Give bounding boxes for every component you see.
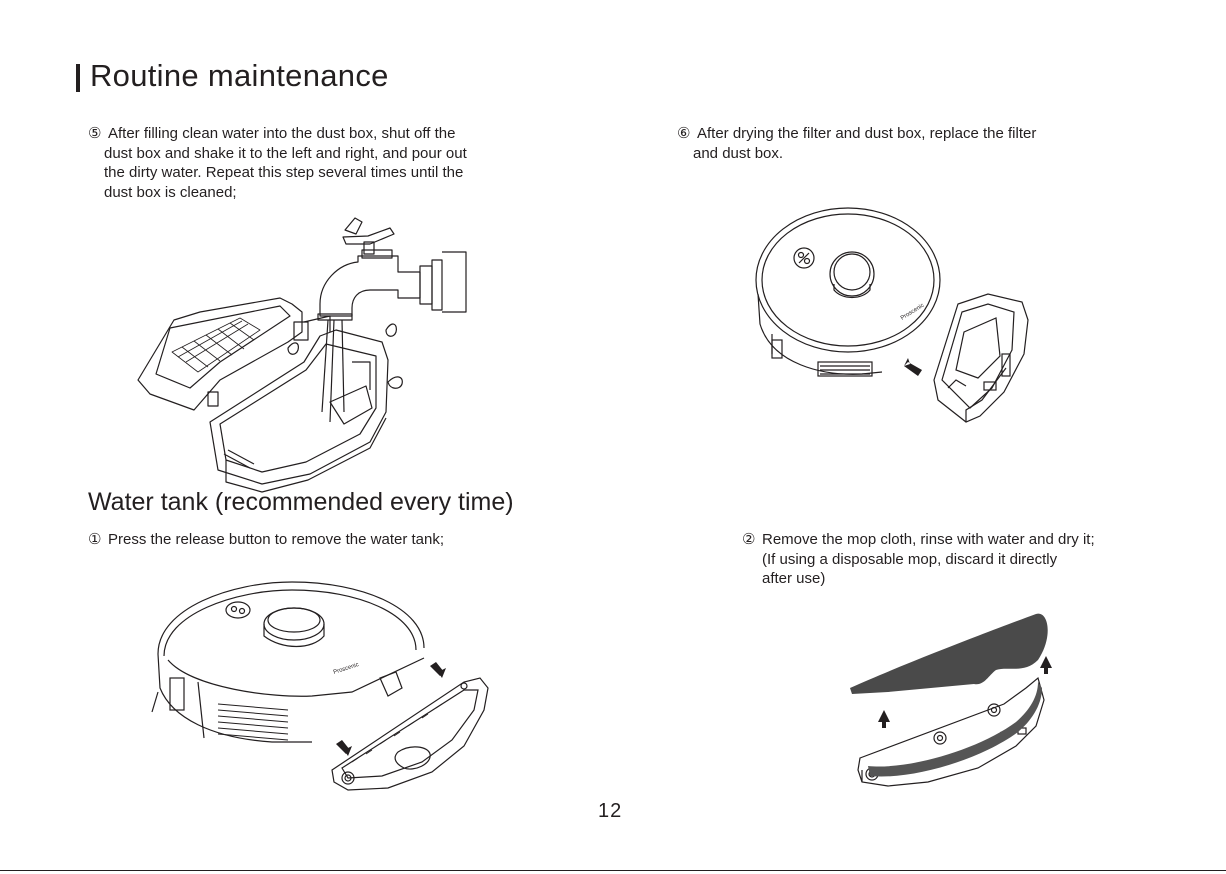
step-6-line-2: and dust box. [693,144,784,162]
mop-cloth-remove-illustration [850,613,1052,787]
step-6-number: ⑥ [677,125,691,142]
down-right-arrow-icon-2 [430,662,446,678]
up-arrow-icon-2 [1040,656,1052,674]
step-6-text: ⑥ After drying the filter and dust box, r… [677,124,1137,163]
step-5-line-1: After filling clean water into the dust … [108,125,456,142]
water-tank-step-2-number: ② [742,531,756,548]
page-title: Routine maintenance [90,58,389,93]
step-6-line-1: After drying the filter and dust box, re… [697,125,1037,142]
title-accent-bar [76,64,80,92]
water-tank-remove-illustration: Proscenic [151,581,489,791]
robot-brand-label-1: Proscenic [900,303,926,322]
water-tank-step-2-line-1: Remove the mop cloth, rinse with water a… [762,531,1095,548]
mop-cloth [850,613,1048,694]
step-5-line-3: the dirty water. Repeat this step severa… [104,164,464,181]
insert-arrow-icon [904,358,922,376]
water-tank-step-2-line-3: after use) [762,570,826,587]
dust-box-rinse-illustration [137,217,467,493]
up-arrow-icon [878,710,890,728]
robot-brand-label-2: Proscenic [333,662,360,676]
water-tank-heading: Water tank (recommended every time) [88,488,514,516]
water-tank-step-2-line-2: (If using a disposable mop, discard it d… [762,550,1058,568]
dust-box-replace-illustration: Proscenic [755,207,1029,423]
water-tank-step-2-text: ② Remove the mop cloth, rinse with water … [742,530,1162,589]
step-5-line-4: dust box is cleaned; [104,183,237,201]
down-right-arrow-icon [336,740,352,756]
water-tank-step-1-number: ① [88,531,102,548]
step-5-text: ⑤ After filling clean water into the dust… [88,124,568,202]
mop-plate-band [868,682,1042,777]
page-number: 12 [598,800,623,822]
step-5-line-2: dust box and shake it to the left and ri… [104,144,467,162]
bottom-rule [0,870,1226,871]
step-5-number: ⑤ [88,125,102,142]
water-tank-step-1-text: ① Press the release button to remove the … [88,530,568,550]
water-tank-step-1-line-1: Press the release button to remove the w… [108,531,445,548]
